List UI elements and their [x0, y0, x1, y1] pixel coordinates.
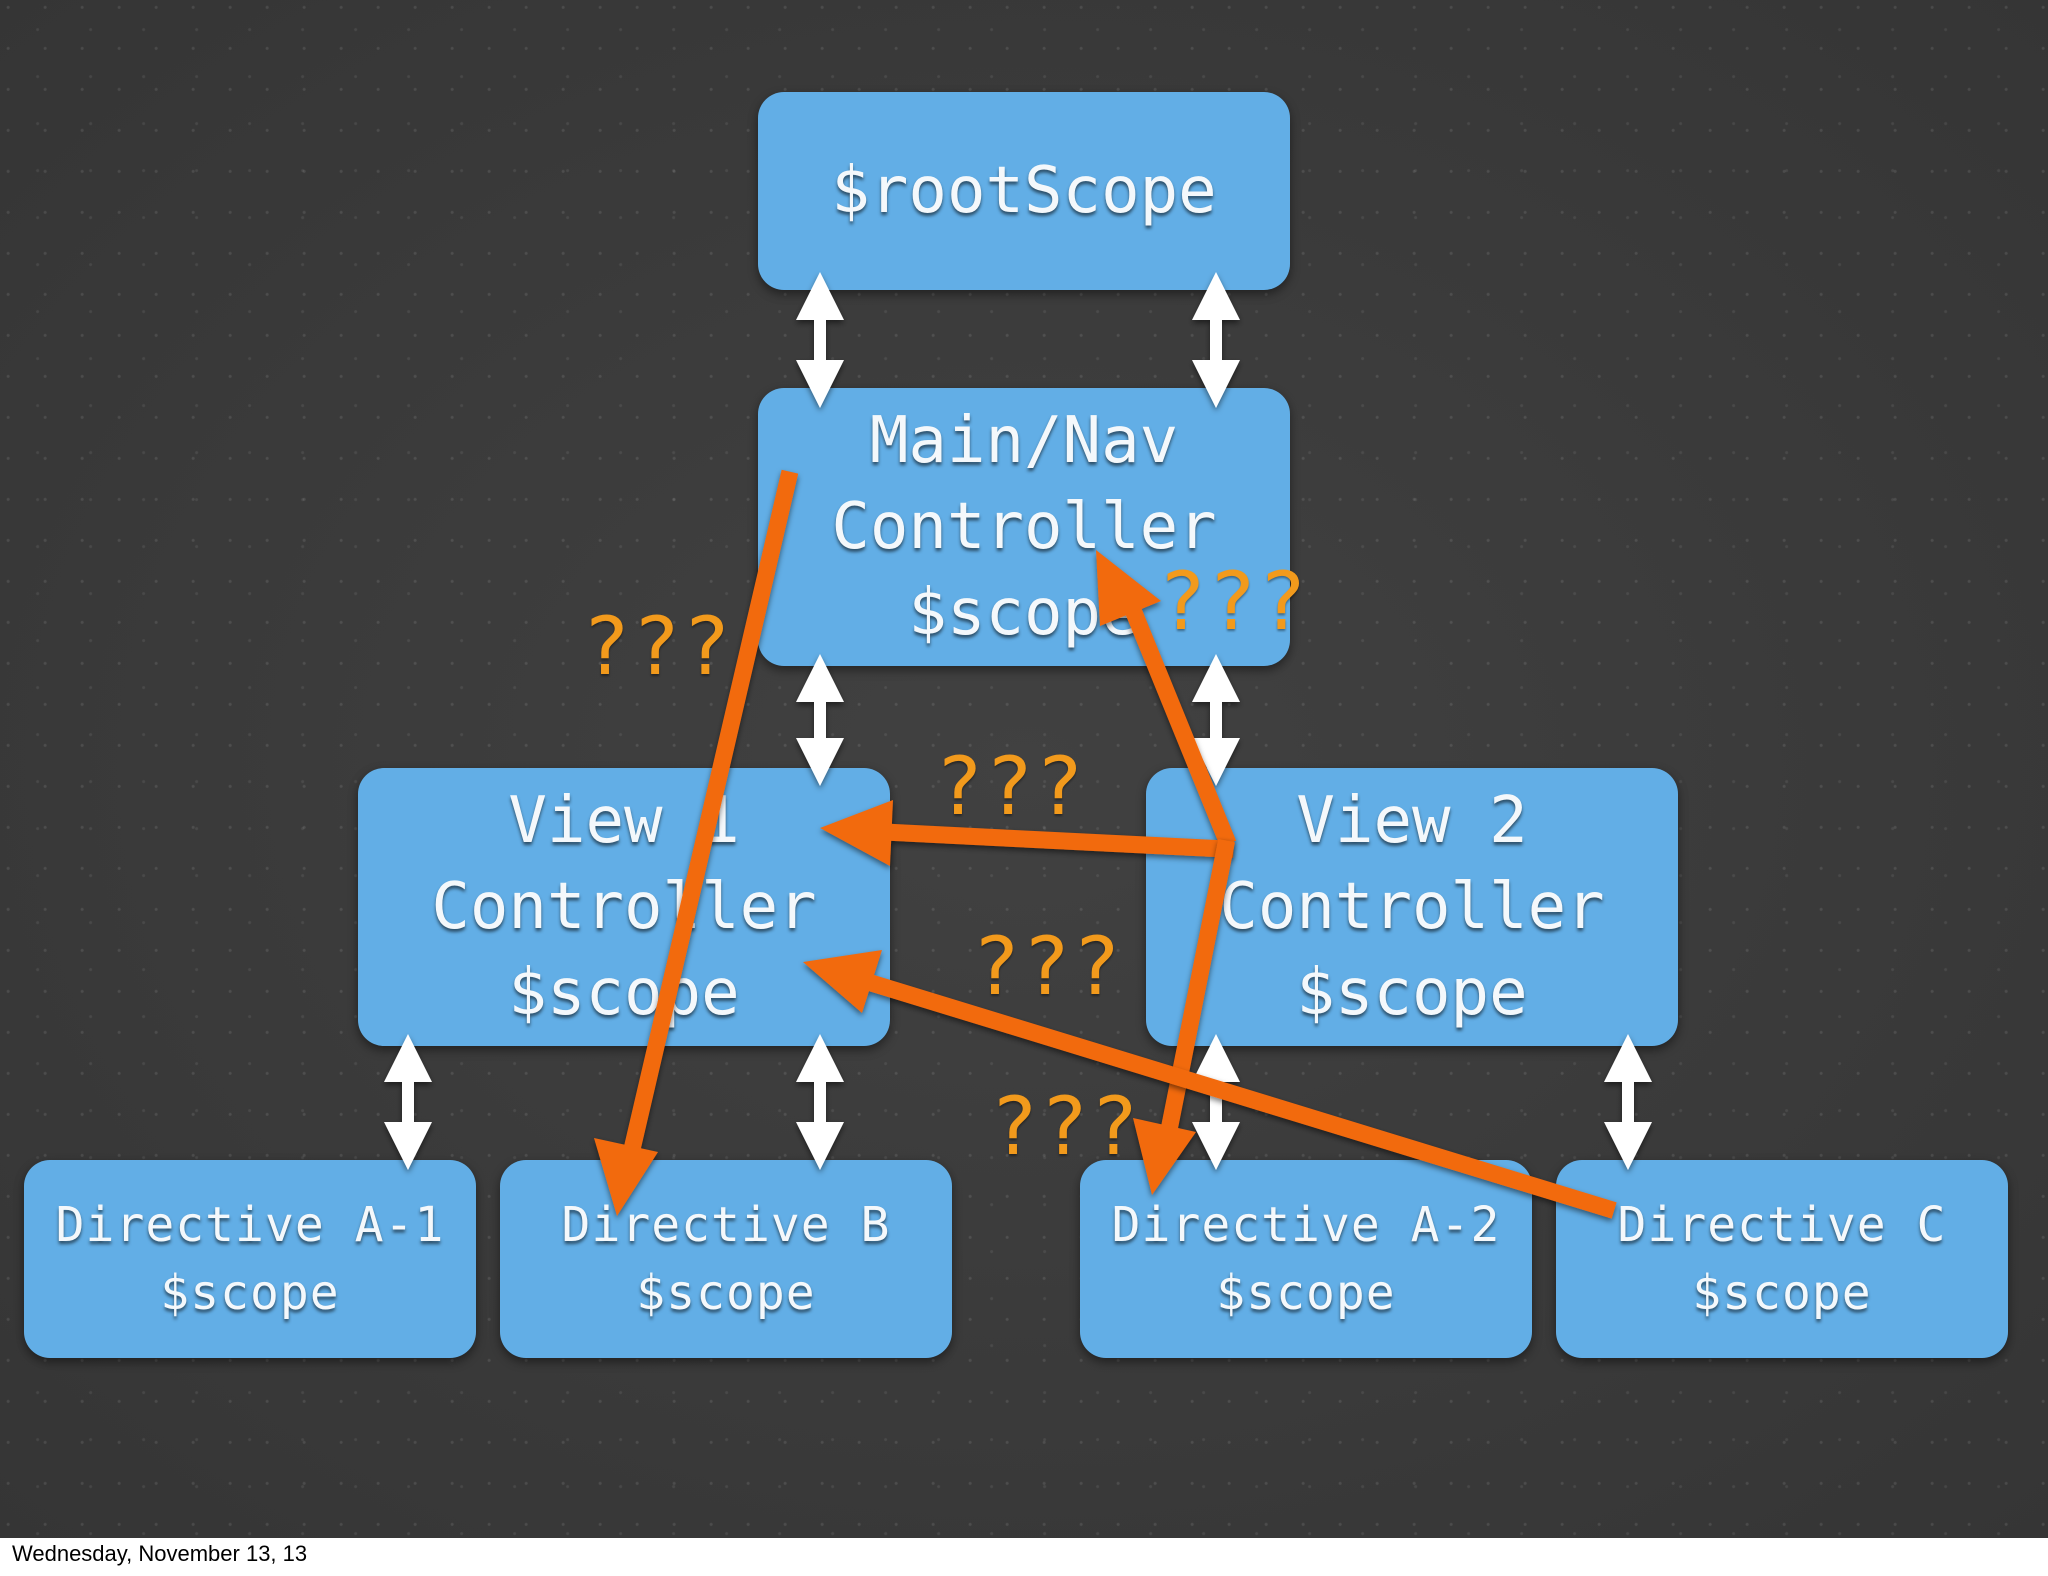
directive-a1-node: Directive A-1 $scope [24, 1160, 476, 1358]
directive-b-label-line1: Directive B [561, 1197, 891, 1253]
orange-arrow-directive-c-to-view1 [803, 950, 1617, 1219]
directive-a1-label-line2: $scope [160, 1265, 340, 1321]
question-label-view-top: ??? [935, 740, 1086, 833]
rootscope-node: $rootScope [758, 92, 1290, 290]
white-double-arrow-root-main-right [1192, 272, 1240, 408]
main-nav-label-line2: Controller [831, 490, 1217, 564]
rootscope-label: $rootScope [831, 154, 1217, 228]
directive-c-node: Directive C $scope [1556, 1160, 2008, 1358]
white-double-arrow-main-view1 [796, 654, 844, 786]
question-label-left: ??? [582, 600, 733, 693]
orange-arrow-main-to-directive-b [594, 469, 799, 1216]
directive-b-label-line2: $scope [636, 1265, 816, 1321]
directive-b-node: Directive B $scope [500, 1160, 952, 1358]
white-double-arrow-main-view2 [1192, 654, 1240, 786]
main-nav-label-line1: Main/Nav [869, 404, 1179, 478]
question-label-main-right: ??? [1158, 555, 1309, 648]
view1-controller-node: View 1 Controller $scope [358, 768, 890, 1046]
view1-label-line3: $scope [508, 956, 740, 1030]
orange-arrow-view2-to-main [1096, 550, 1237, 848]
white-double-arrow-root-main-left [796, 272, 844, 408]
white-double-arrow-view1-directive-a1 [384, 1034, 432, 1170]
question-label-view-middle: ??? [972, 920, 1123, 1013]
directive-a2-label-line1: Directive A-2 [1111, 1197, 1501, 1253]
directive-a2-node: Directive A-2 $scope [1080, 1160, 1532, 1358]
white-double-arrow-view1-directive-b [796, 1034, 844, 1170]
directive-a1-label-line1: Directive A-1 [55, 1197, 445, 1253]
view2-controller-node: View 2 Controller $scope [1146, 768, 1678, 1046]
orange-arrow-view2-to-view1 [820, 800, 1234, 866]
slide-canvas: $rootScope Main/Nav Controller $scope Vi… [0, 0, 2048, 1538]
white-double-arrow-view2-directive-c [1604, 1034, 1652, 1170]
question-label-directive: ??? [990, 1080, 1141, 1173]
connector-overlay [384, 272, 1652, 1219]
view1-label-line2: Controller [431, 870, 817, 944]
directive-c-label-line1: Directive C [1617, 1197, 1947, 1253]
view2-label-line3: $scope [1296, 956, 1528, 1030]
directive-a2-label-line2: $scope [1216, 1265, 1396, 1321]
view2-label-line2: Controller [1219, 870, 1605, 944]
directive-c-label-line2: $scope [1692, 1265, 1872, 1321]
orange-arrow-view2-to-directive-a2 [1133, 839, 1235, 1195]
slide-footer-date: Wednesday, November 13, 13 [12, 1541, 308, 1566]
view2-label-line1: View 2 [1296, 784, 1528, 858]
